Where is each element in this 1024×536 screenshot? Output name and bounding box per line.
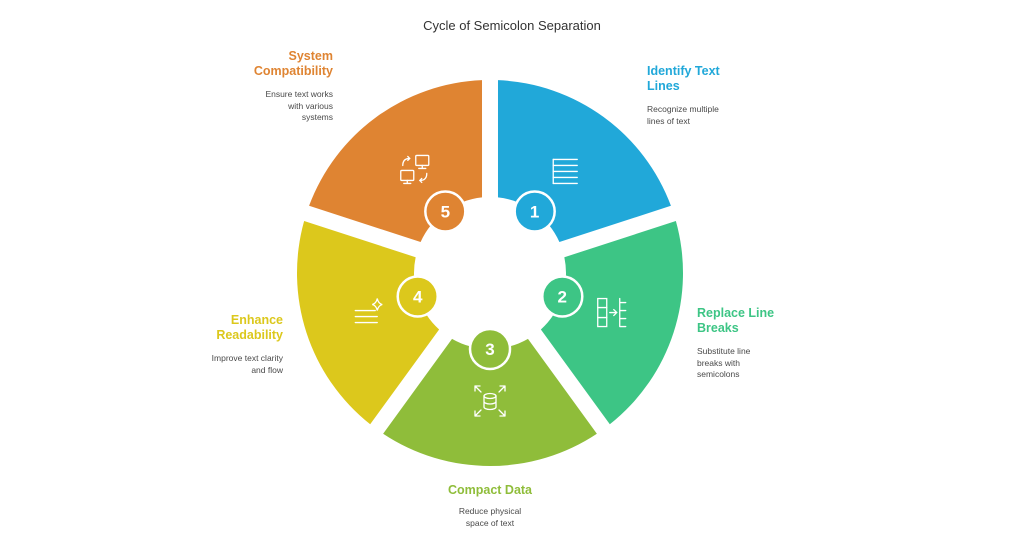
replace-breaks-icon xyxy=(597,297,627,328)
step-2-description-line: breaks with xyxy=(697,357,740,368)
step-1-description: Recognize multiple lines of text xyxy=(647,104,807,127)
step-2-heading: Replace Line Breaks xyxy=(697,306,857,336)
computer-sync-icon xyxy=(400,154,430,185)
step-5-description-line: Ensure text works xyxy=(265,89,333,99)
step-3-label: Compact Data Reduce physical space of te… xyxy=(410,483,570,529)
step-2-description: Substitute line breaks with semicolons xyxy=(697,346,857,381)
step-5-heading-line: Compatibility xyxy=(253,64,333,78)
step-2-label: Replace Line Breaks Substitute line brea… xyxy=(697,306,857,381)
step-2-badge xyxy=(541,275,584,318)
step-5-description-line: with various xyxy=(288,100,333,111)
step-5-label: System Compatibility Ensure text works w… xyxy=(173,49,333,124)
segment-3-shape xyxy=(383,338,597,466)
step-1-label: Identify Text Lines Recognize multiple l… xyxy=(647,64,807,127)
step-2-description-line: semicolons xyxy=(697,369,740,379)
step-2-description-line: Substitute line xyxy=(697,346,751,356)
step-3-description-line: space of text xyxy=(465,517,515,528)
step-4-heading-line: Readability xyxy=(216,328,283,342)
step-3-heading-line: Compact Data xyxy=(447,483,533,497)
step-4-heading: Enhance Readability xyxy=(123,313,283,343)
diagram-title: Cycle of Semicolon Separation xyxy=(423,18,601,33)
compress-database-icon xyxy=(474,385,506,417)
cycle-segment-1: 1 xyxy=(497,80,671,243)
step-1-heading: Identify Text Lines xyxy=(647,64,807,94)
step-2-number: 2 xyxy=(558,287,567,306)
cycle-segment-5: 5 xyxy=(309,80,483,243)
step-1-badge xyxy=(513,190,556,233)
cycle-segment-2: 2 xyxy=(540,221,683,425)
step-1-number: 1 xyxy=(530,203,539,222)
segment-2-shape xyxy=(540,221,683,425)
step-3-heading: Compact Data xyxy=(410,483,570,498)
cycle-segment-3: 3 xyxy=(383,327,597,466)
step-5-description-line: systems xyxy=(301,112,333,122)
step-4-description: Improve text clarity and flow xyxy=(123,353,283,376)
step-5-description: Ensure text works with various systems xyxy=(173,89,333,124)
step-2-heading-line: Breaks xyxy=(697,321,739,335)
step-1-description-line: lines of text xyxy=(647,115,690,126)
step-4-description-line: Improve text clarity xyxy=(211,353,283,363)
step-4-heading-line: Enhance xyxy=(230,313,283,327)
step-4-label: Enhance Readability Improve text clarity… xyxy=(123,313,283,376)
step-5-number: 5 xyxy=(441,203,450,222)
step-2-heading-line: Replace Line xyxy=(697,306,775,320)
step-1-description-line: Recognize multiple xyxy=(647,104,719,114)
step-1-heading-line: Lines xyxy=(647,79,680,93)
step-3-description: Reduce physical space of text xyxy=(410,506,570,529)
step-3-description-line: Reduce physical xyxy=(458,506,522,516)
step-4-badge xyxy=(396,275,439,318)
sparkle-text-icon xyxy=(354,298,383,324)
step-4-number: 4 xyxy=(413,287,423,306)
step-5-heading-line: System xyxy=(288,49,333,63)
step-1-heading-line: Identify Text xyxy=(647,64,720,78)
cycle-segment-4: 4 xyxy=(296,221,440,425)
step-5-heading: System Compatibility xyxy=(173,49,333,79)
step-5-badge xyxy=(424,190,467,233)
step-3-number: 3 xyxy=(485,340,494,359)
step-3-badge xyxy=(468,327,512,371)
step-4-description-line: and flow xyxy=(251,364,283,375)
text-lines-icon xyxy=(552,158,578,185)
